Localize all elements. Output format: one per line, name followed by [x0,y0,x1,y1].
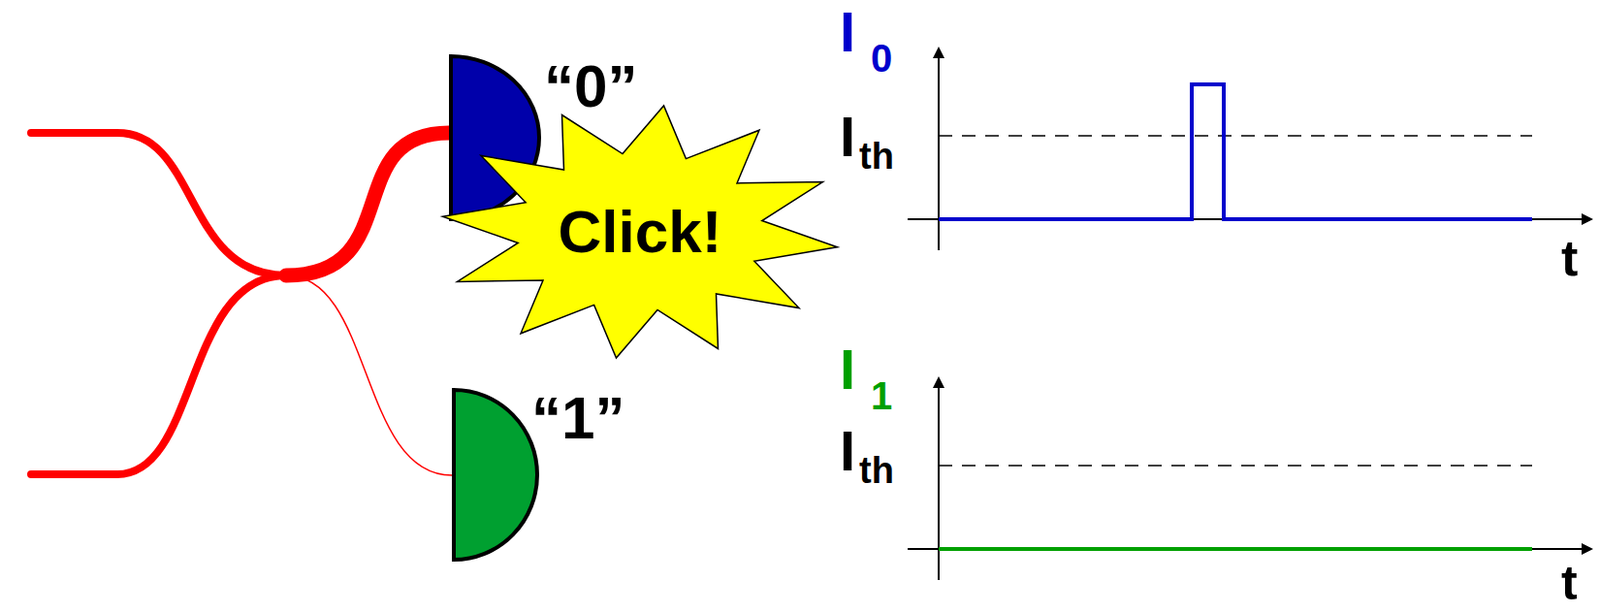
axis-subscript: 1 [870,376,893,416]
fiber-coupler [31,132,452,476]
intensity-plot-0 [907,48,1592,251]
detector-label: “1” [531,387,625,448]
detector-1-outline [451,387,540,562]
axis-name: I [839,3,856,61]
click-text: Click! [558,201,723,262]
detector-label: “0” [544,56,638,117]
time-axis: t [1561,232,1578,284]
axis-subscript: 0 [870,38,893,78]
threshold-subscript: th [859,451,895,489]
click-burst: Click! [438,101,842,362]
detector-1: “1” [451,387,540,562]
axis-name: I [839,341,856,398]
detector-shape [453,389,538,560]
threshold-name: I [839,422,856,480]
threshold-subscript: th [859,137,895,175]
time-axis: t [1561,558,1578,608]
intensity-plot-1 [907,378,1592,580]
threshold-name: I [839,108,856,165]
starburst [443,105,838,358]
